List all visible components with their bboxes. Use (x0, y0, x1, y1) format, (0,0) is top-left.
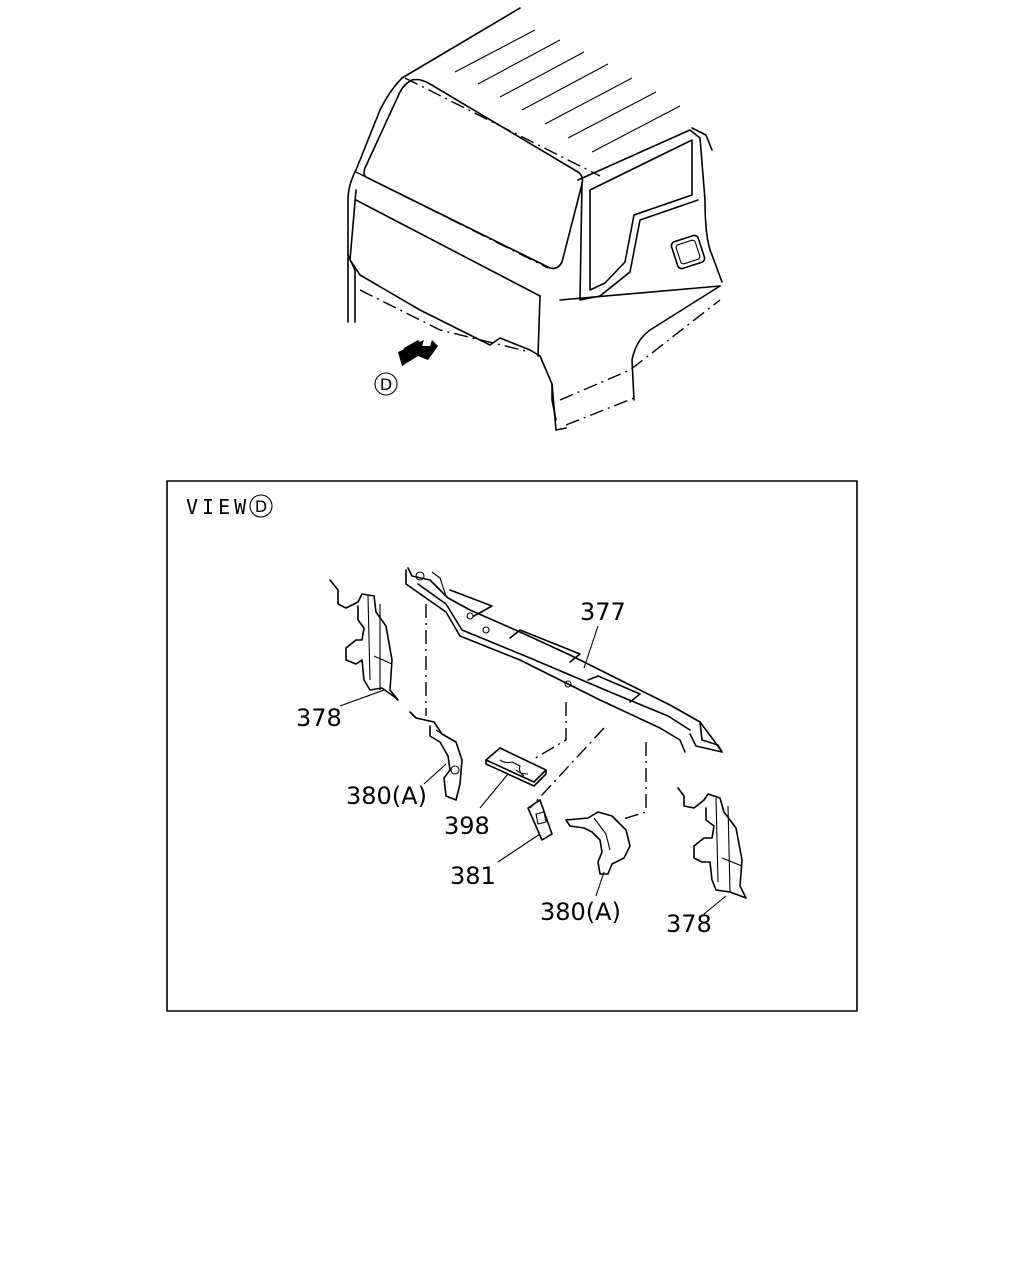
part-380a-right (565, 811, 631, 875)
part-380a-left (409, 711, 463, 801)
part-398-plate (485, 747, 547, 787)
detail-view-frame (166, 480, 858, 1012)
part-378-left-bracket (329, 579, 399, 701)
callout-398: 398 (444, 812, 490, 840)
callout-378-right: 378 (666, 910, 712, 938)
view-marker-circle (249, 494, 273, 518)
part-377-cross-member (405, 567, 723, 753)
part-381-plate (527, 799, 553, 841)
view-title: VIEW (186, 495, 250, 519)
callout-378-left: 378 (296, 704, 342, 732)
callout-380a-right: 380(A) (540, 898, 621, 926)
leader-lines (339, 625, 727, 915)
cab-rear-illustration: D (347, 7, 723, 431)
callout-381: 381 (450, 862, 496, 890)
arrow-marker: D (380, 375, 392, 394)
view-marker: D (255, 497, 267, 516)
callout-380a-left: 380(A) (346, 782, 427, 810)
part-378-right-bracket (677, 787, 747, 899)
assembly-guide-lines (425, 604, 647, 821)
callout-377: 377 (580, 598, 626, 626)
